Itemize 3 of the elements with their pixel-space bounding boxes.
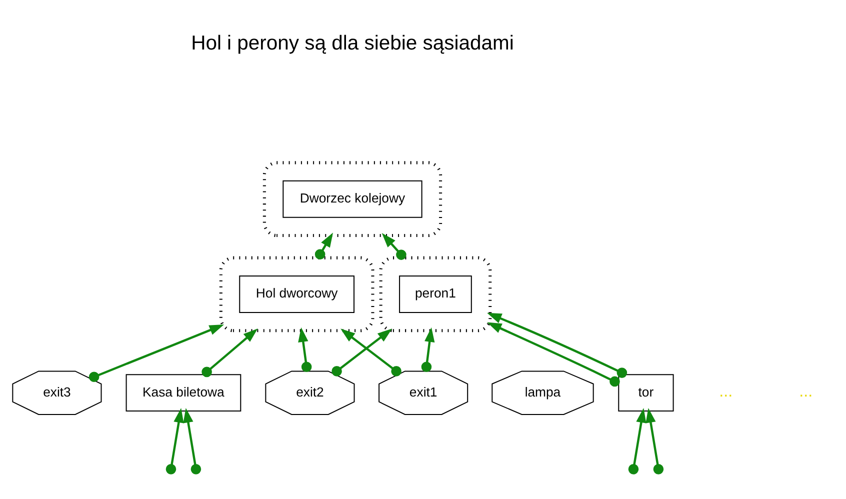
label: Hol i perony są dla siebie sąsiadami	[191, 32, 514, 54]
label: ...	[719, 382, 733, 400]
label: ...	[799, 382, 813, 400]
